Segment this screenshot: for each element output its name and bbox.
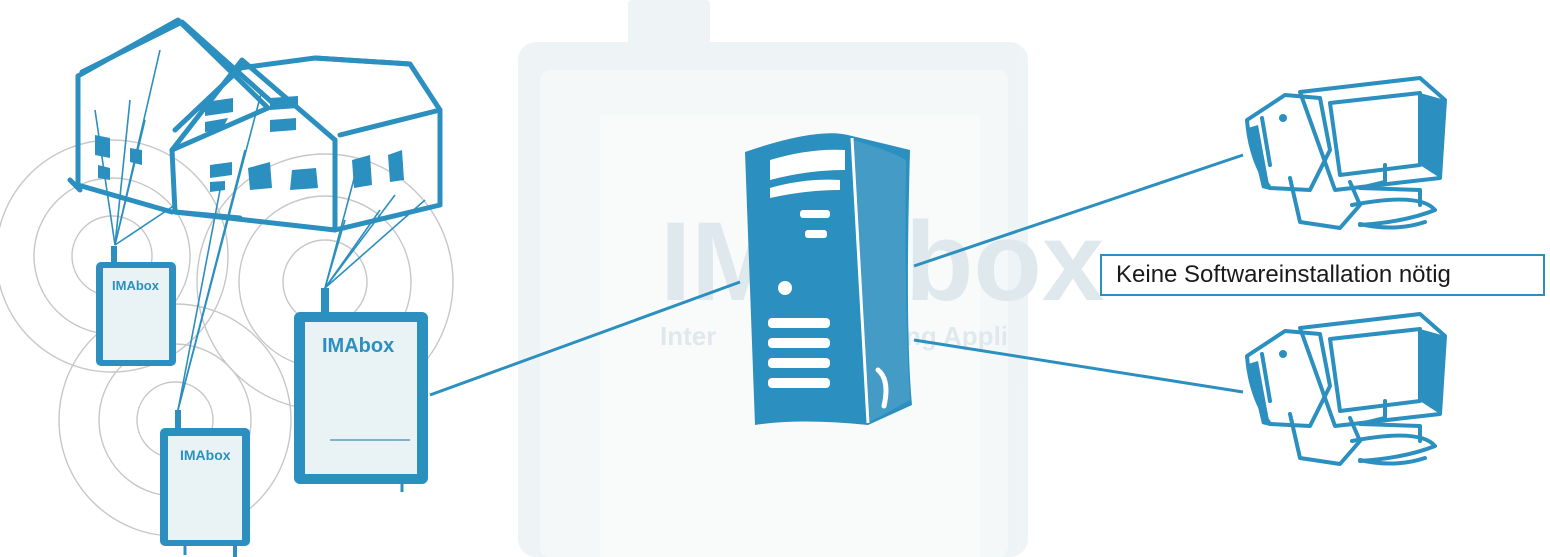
caption-text: Keine Softwareinstallation nötig bbox=[1116, 261, 1451, 289]
computer-icon-bottom bbox=[1247, 314, 1445, 464]
background-logo-part-b: box bbox=[905, 199, 1104, 324]
imabox-device-3: IMAbox bbox=[294, 288, 428, 492]
background-tagline-start: Inter bbox=[660, 321, 716, 351]
imabox-device-1: IMAbox bbox=[96, 246, 176, 366]
server-icon bbox=[745, 133, 912, 425]
caption-box: Keine Softwareinstallation nötig bbox=[1100, 254, 1545, 296]
imabox-device-2: IMAbox bbox=[160, 410, 250, 557]
computer-icon-top bbox=[1247, 78, 1445, 228]
device-2-label: IMAbox bbox=[180, 447, 231, 463]
device-1-label: IMAbox bbox=[112, 278, 160, 293]
device-3-label: IMAbox bbox=[322, 335, 394, 357]
